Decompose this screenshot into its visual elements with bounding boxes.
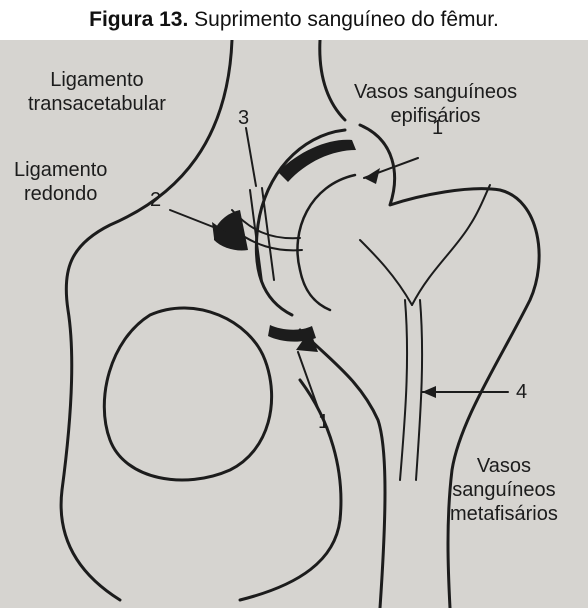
transverse-ligament	[250, 190, 262, 282]
femur-blood-supply-diagram: Ligamento transacetabular Ligamento redo…	[0, 40, 588, 608]
label-round-ligament-line2: redondo	[14, 182, 107, 206]
label-metaphyseal-vessels-line3: metafisários	[450, 502, 558, 526]
label-epiphyseal-vessels-line1: Vasos sanguíneos	[354, 80, 517, 104]
figure-title: Suprimento sanguíneo do fêmur.	[188, 8, 499, 31]
number-3: 3	[238, 108, 249, 128]
figure-caption: Figura 13. Suprimento sanguíneo do fêmur…	[0, 0, 588, 40]
label-metaphyseal-vessels-line2: sanguíneos	[450, 478, 558, 502]
number-2: 2	[150, 190, 161, 210]
label-round-ligament-line1: Ligamento	[14, 158, 107, 182]
obturator-foramen	[104, 308, 271, 480]
label-transverse-ligament-line2: transacetabular	[28, 92, 166, 116]
femoral-head	[297, 175, 355, 310]
label-metaphyseal-vessels: Vasos sanguíneos metafisários	[450, 454, 558, 526]
pelvis-right-outline	[320, 40, 345, 120]
metaphyseal-vessel-main	[400, 300, 407, 480]
label-metaphyseal-vessels-line1: Vasos	[450, 454, 558, 478]
leader-line-3	[246, 128, 256, 186]
number-1-top: 1	[432, 118, 443, 138]
number-4: 4	[516, 382, 527, 402]
figure-number: Figura 13.	[89, 8, 188, 31]
label-transverse-ligament-line1: Ligamento	[28, 68, 166, 92]
label-round-ligament: Ligamento redondo	[14, 158, 107, 206]
epiphyseal-vessel-dark	[278, 140, 356, 182]
label-transverse-ligament: Ligamento transacetabular	[28, 68, 166, 116]
femur-outline	[360, 125, 539, 608]
pelvis-outline	[61, 40, 232, 600]
number-1-bottom: 1	[318, 412, 329, 432]
